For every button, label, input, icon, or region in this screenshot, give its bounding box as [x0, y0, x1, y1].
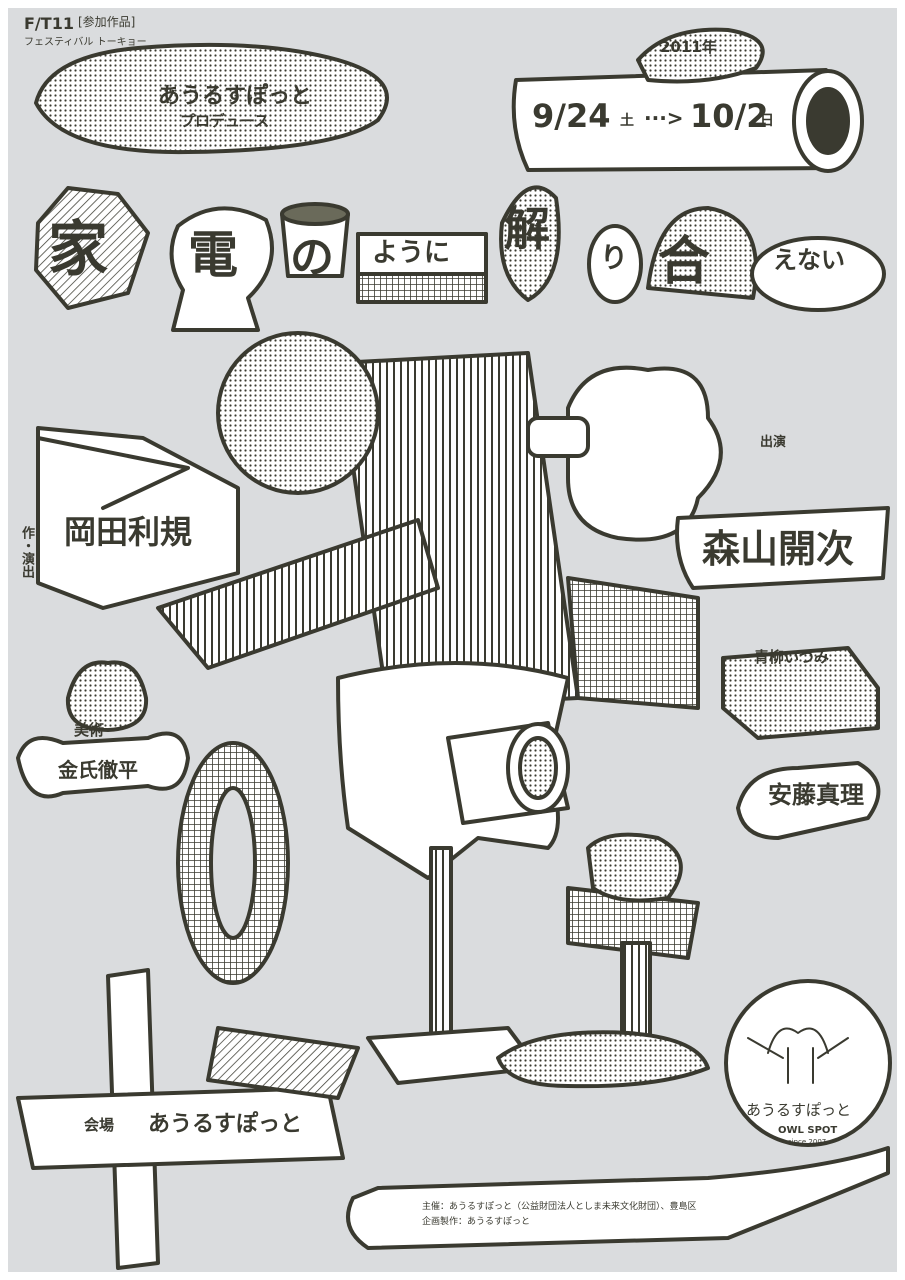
owl-name-jp: あうるすぽっと: [746, 1101, 852, 1119]
title-char-3: の: [290, 232, 334, 283]
wood-plank: [16, 1086, 345, 1170]
date-year: 2011年: [660, 38, 717, 56]
bone-shape: [16, 731, 190, 799]
title-char-6: り: [600, 241, 629, 274]
title-char-5: 解: [504, 202, 550, 256]
footer-line2: 企画製作：あうるすぽっと: [422, 1217, 531, 1227]
date-start: 9/24: [532, 97, 611, 135]
date-start-day: 土: [620, 113, 634, 129]
title-char-8: えない: [773, 246, 845, 274]
book-shape: [36, 426, 240, 610]
stand-pole: [429, 846, 453, 1050]
date-arrow: ···>: [644, 106, 684, 130]
art-label: 美術: [74, 721, 105, 739]
small-rock: [636, 27, 765, 84]
knob: [526, 416, 590, 458]
money-bag: [65, 660, 149, 732]
bread-shape: [499, 185, 561, 302]
rock-shape: [34, 42, 389, 155]
rolled-log: [206, 1026, 360, 1100]
festival-tag: [参加作品]: [78, 15, 136, 29]
producer-line2: プロデュース: [180, 112, 270, 130]
cast2-name: 青柳いづみ: [754, 648, 830, 666]
date-end-day: 日: [760, 113, 774, 129]
footer-line1: 主催：あうるすぽっと（公益財団法人としま未来文化財団）、豊島区: [422, 1202, 697, 1212]
grid-panel: [566, 576, 700, 710]
festival-logo: F/T11: [24, 14, 74, 33]
fluffy-ball: [216, 331, 380, 495]
author-name: 岡田利規: [64, 513, 193, 551]
title-char-4: ように: [372, 238, 451, 268]
owl-name-en: OWL SPOT: [778, 1125, 838, 1136]
author-label: 作・演出: [19, 526, 34, 578]
long-beam: [156, 518, 440, 670]
owl-icon: [747, 1027, 849, 1084]
venue-name: あうるすぽっと: [148, 1112, 303, 1137]
sand-patch: [496, 1030, 710, 1089]
crumpled-paper: [34, 186, 150, 310]
illustration: [16, 27, 892, 1270]
bowl-shape: [750, 236, 886, 312]
cast-label: 出演: [760, 435, 787, 450]
producer-line1: あうるすぽっと: [158, 84, 313, 109]
grey-rock: [586, 832, 683, 903]
sausage: [736, 761, 881, 840]
cast3-name: 安藤真理: [768, 781, 864, 809]
title-char-7: 合: [658, 232, 711, 292]
column: [620, 941, 652, 1040]
venue-label: 会場: [84, 1116, 115, 1134]
log-shape: [511, 68, 840, 172]
owl-since: since 2007: [788, 1138, 827, 1146]
glove-shape: [169, 206, 274, 332]
owl-badge: [724, 979, 892, 1147]
poster: F/T11 [参加作品] フェスティバル トーキョー あうるすぽっと プロデュー…: [8, 8, 897, 1272]
small-box: [721, 646, 880, 740]
butter-block: [675, 506, 890, 590]
footer-banner: [346, 1146, 890, 1250]
art-name: 金氏徹平: [58, 758, 138, 782]
cloud-shape: [566, 365, 723, 542]
tape-roll: [587, 224, 643, 304]
date-end: 10/2: [690, 97, 769, 135]
title-char-2: 電: [188, 226, 238, 284]
title-char-1: 家: [48, 215, 108, 285]
festival-name: フェスティバル トーキョー: [24, 37, 147, 48]
cast-main: 森山開次: [702, 527, 855, 571]
